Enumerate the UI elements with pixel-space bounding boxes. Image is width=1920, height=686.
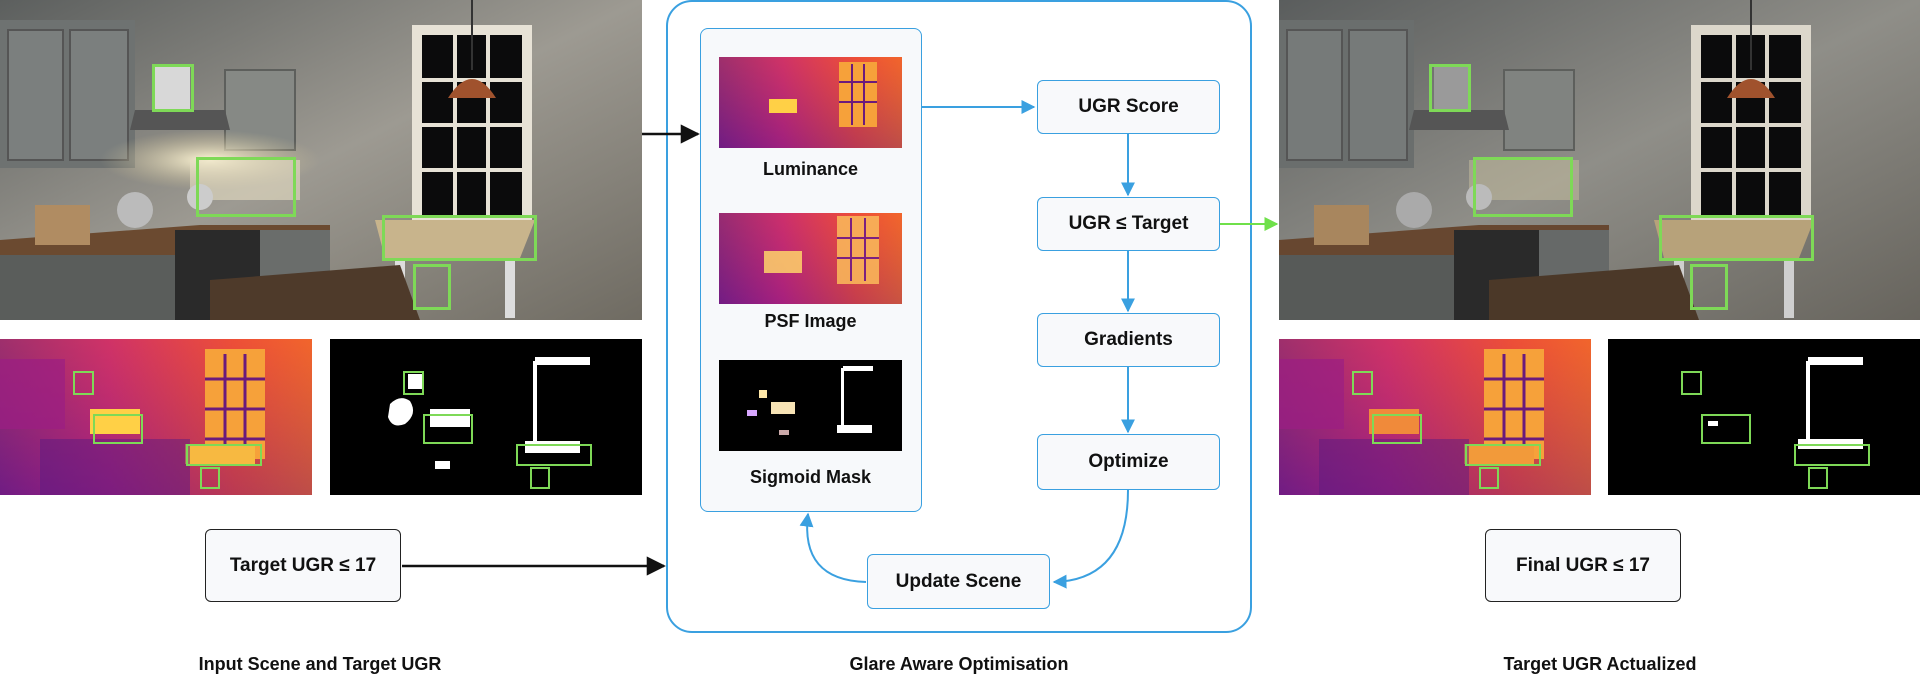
glare-box-floor [413, 264, 451, 310]
glare-box-table [382, 215, 537, 261]
glare-box-floor [1808, 467, 1828, 489]
input-luminance-heatmap [0, 339, 312, 495]
sigmoid-mask-label: Sigmoid Mask [749, 467, 872, 487]
glare-box-floor [1479, 467, 1499, 489]
glare-box-hood [1429, 64, 1471, 112]
luminance-label: Luminance [762, 159, 859, 179]
glare-box-table [1465, 444, 1541, 466]
gradients-box: Gradients [1037, 313, 1220, 367]
output-scene-image [1279, 0, 1920, 320]
output-caption: Target UGR Actualized [1503, 654, 1697, 674]
final-ugr-box: Final UGR ≤ 17 [1485, 529, 1681, 602]
glare-box-backsplash [196, 157, 296, 217]
glare-box-table [186, 444, 262, 466]
sigmoid-mask-thumbnail [719, 360, 902, 451]
update-scene-box: Update Scene [867, 554, 1050, 609]
psf-label: PSF Image [764, 311, 857, 331]
glare-box-hood [152, 64, 194, 112]
glare-box-hood [73, 371, 94, 395]
glare-box-hood [403, 371, 424, 395]
glare-box-floor [530, 467, 550, 489]
glare-box-table [1794, 444, 1870, 466]
glare-box-floor [1690, 264, 1728, 310]
glare-box-backsplash [1372, 414, 1422, 444]
input-caption: Input Scene and Target UGR [198, 654, 442, 674]
ugr-target-check-box: UGR ≤ Target [1037, 197, 1220, 251]
ugr-score-box: UGR Score [1037, 80, 1220, 134]
input-glare-mask [330, 339, 642, 495]
output-luminance-heatmap [1279, 339, 1591, 495]
optimisation-caption: Glare Aware Optimisation [849, 654, 1069, 674]
glare-box-backsplash [1473, 157, 1573, 217]
glare-box-backsplash [93, 414, 143, 444]
glare-box-table [516, 444, 592, 466]
luminance-thumbnail [719, 57, 902, 148]
glare-box-backsplash [1701, 414, 1751, 444]
glare-box-floor [200, 467, 220, 489]
input-scene-image [0, 0, 642, 320]
glare-box-hood [1352, 371, 1373, 395]
output-glare-mask [1608, 339, 1920, 495]
psf-thumbnail [719, 213, 902, 304]
glare-box-backsplash [423, 414, 473, 444]
glare-box-hood [1681, 371, 1702, 395]
glare-box-table [1659, 215, 1814, 261]
optimize-box: Optimize [1037, 434, 1220, 490]
target-ugr-box: Target UGR ≤ 17 [205, 529, 401, 602]
